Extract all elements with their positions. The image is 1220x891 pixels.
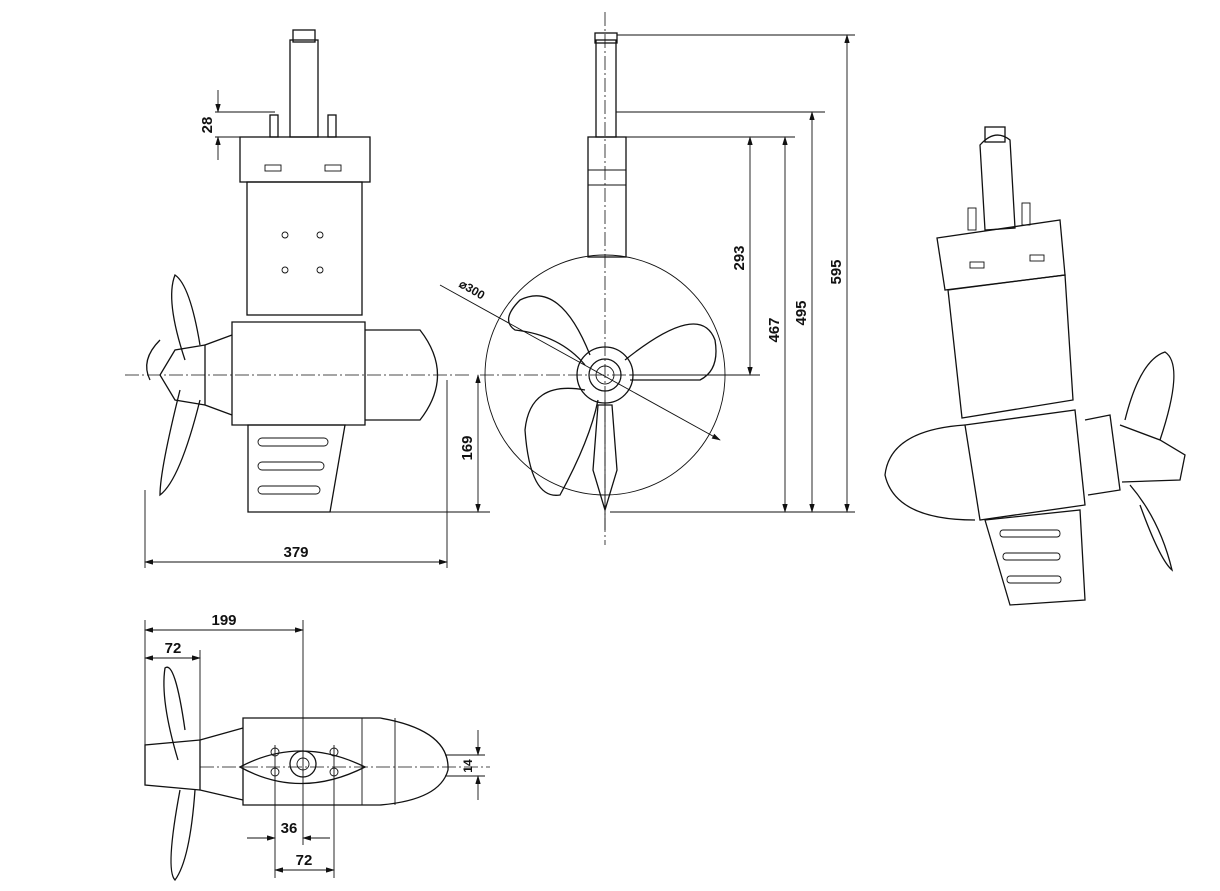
isometric-view [884,126,1186,606]
bottom-view: 199 72 36 72 14 [144,612,490,881]
dim-prop-to-center: 199 [211,612,236,629]
dim-propeller-diameter: ⌀300 [457,277,488,303]
dim-axis-to-bottom: 169 [459,435,476,460]
dim-flange-to-axis: 293 [731,245,748,270]
dim-total-length: 379 [283,544,308,561]
dim-overall-height: 595 [828,259,845,284]
dim-bolt-offset: 14 [461,759,475,773]
side-view: ⌀300 293 467 495 595 [439,12,855,545]
dim-mount-to-bottom: 495 [793,300,810,325]
dim-flange-to-bottom: 467 [766,317,783,342]
dim-bolt-spacing: 72 [296,852,313,869]
dim-prop-length: 72 [165,640,182,657]
dim-flange-height: 28 [199,117,216,134]
front-view: 28 379 169 [125,29,490,568]
dim-half-bolt-spacing: 36 [281,820,298,837]
